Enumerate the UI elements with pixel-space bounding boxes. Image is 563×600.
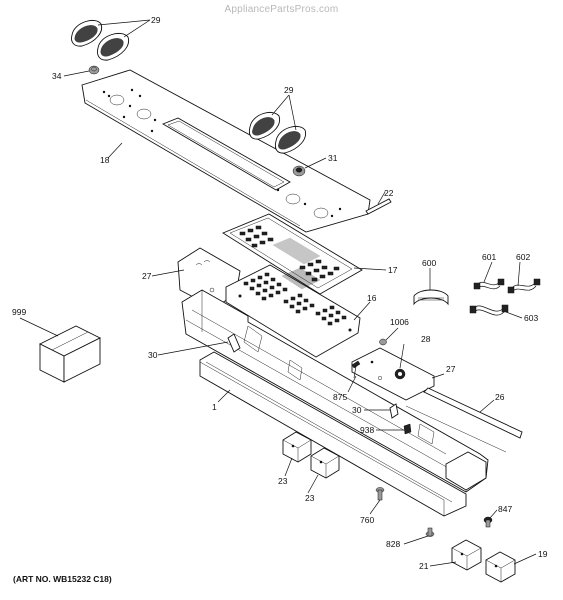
callout-29: 29 [284, 85, 294, 95]
callout-30: 30 [148, 350, 158, 360]
switch-21 [451, 539, 482, 571]
callout-1: 1 [212, 402, 217, 412]
knob-34 [88, 65, 100, 75]
callout-31: 31 [328, 153, 338, 163]
callout-847: 847 [498, 504, 512, 514]
control-board-keys [243, 272, 347, 326]
overlay-buttons [239, 225, 340, 282]
callout-999: 999 [12, 307, 26, 317]
housing-1 [181, 289, 489, 517]
screw-875 [351, 360, 361, 379]
callout-27: 27 [142, 271, 152, 281]
callout-labels: 29 34 18 29 31 22 27 17 600 601 602 603 … [12, 15, 548, 571]
rail-26 [405, 387, 523, 453]
callout-875: 875 [333, 392, 347, 402]
callout-603: 603 [524, 313, 538, 323]
leader-lines [19, 19, 537, 567]
callout-16: 16 [367, 293, 377, 303]
box-999 [38, 325, 102, 383]
part-938 [403, 423, 412, 435]
bracket-27-right [351, 347, 435, 401]
control-panel-18 [81, 69, 371, 233]
callout-21: 21 [419, 561, 429, 571]
callout-29: 29 [151, 15, 161, 25]
harness-600 [413, 289, 449, 306]
watermark-text: AppliancePartsPros.com [224, 4, 339, 15]
part-1006 [379, 338, 387, 346]
harness-603 [469, 304, 509, 316]
control-board-16 [225, 264, 361, 358]
callout-18: 18 [100, 155, 110, 165]
screw-828 [425, 527, 435, 537]
callout-27: 27 [446, 364, 456, 374]
callout-26: 26 [495, 392, 505, 402]
screw-847 [483, 516, 493, 528]
screw-760 [375, 487, 385, 501]
callout-23: 23 [305, 493, 315, 503]
overlay-17 [222, 213, 363, 295]
callout-23: 23 [278, 476, 288, 486]
callout-602: 602 [516, 252, 530, 262]
clip-30-right [389, 403, 399, 419]
callout-28: 28 [421, 334, 431, 344]
knob-29-right-b [274, 126, 307, 154]
callout-760: 760 [360, 515, 374, 525]
clip-30-left [227, 333, 241, 353]
harness-602 [507, 278, 541, 294]
callout-938: 938 [360, 425, 374, 435]
callout-601: 601 [482, 252, 496, 262]
callout-30: 30 [352, 405, 362, 415]
callout-17: 17 [388, 265, 398, 275]
callout-1006: 1006 [390, 317, 409, 327]
knob-29-left-a [71, 20, 103, 47]
switch-19 [485, 551, 516, 583]
callout-22: 22 [384, 188, 394, 198]
callout-34: 34 [52, 71, 62, 81]
knob-31 [292, 165, 306, 177]
callout-19: 19 [538, 549, 548, 559]
callout-828: 828 [386, 539, 400, 549]
switch-23-b [310, 447, 340, 479]
callout-600: 600 [422, 258, 436, 268]
harness-601 [473, 278, 505, 290]
art-number: (ART NO. WB15232 C18) [13, 574, 112, 584]
knob-29-right-a [248, 112, 281, 140]
switch-23-a [282, 431, 312, 463]
rod-22 [365, 198, 392, 215]
knob-29-left-b [97, 33, 130, 61]
